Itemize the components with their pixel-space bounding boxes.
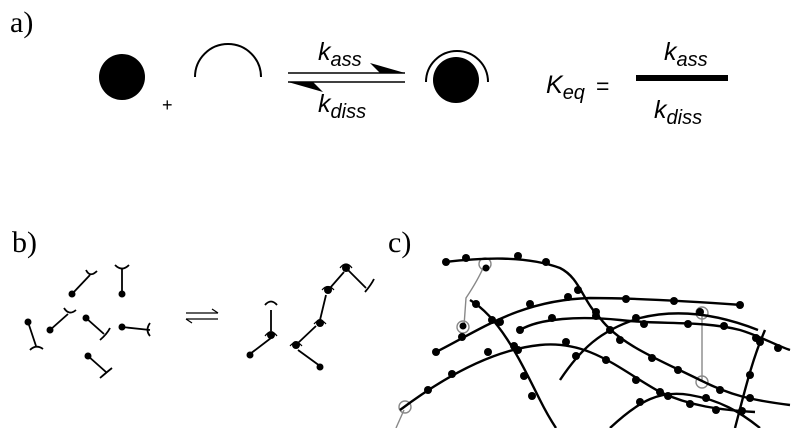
k-symbol: K — [546, 71, 563, 99]
free-linker — [46, 307, 77, 334]
fraction-bar — [636, 75, 728, 81]
free-linker — [114, 264, 130, 298]
k-symbol: k — [318, 38, 331, 66]
free-linker — [68, 269, 98, 298]
fraction-numerator: kass — [664, 38, 708, 71]
equilibrium-arrows — [185, 308, 219, 324]
forward-arrow-head — [370, 63, 405, 73]
k-subscript: diss — [666, 107, 703, 129]
k-symbol: k — [654, 96, 667, 124]
k-dissociation-label: kdiss — [318, 90, 366, 123]
polymer-strands — [399, 257, 791, 428]
fraction-denominator: kdiss — [654, 96, 702, 129]
strand-beads — [424, 252, 782, 415]
free-linker — [118, 322, 151, 337]
crosslinks — [395, 257, 709, 428]
k-symbol: k — [664, 38, 677, 66]
k-subscript: eq — [562, 82, 585, 104]
k-symbol: k — [318, 90, 331, 118]
bound-particle — [433, 57, 479, 103]
plus-sign: + — [162, 95, 173, 115]
bound-receptor-arc — [425, 50, 489, 83]
bound-chain — [289, 263, 375, 371]
panel-label-b: b) — [12, 226, 37, 259]
k-subscript: ass — [676, 49, 708, 71]
free-linker — [82, 314, 111, 341]
panel-a-diagram — [99, 43, 728, 103]
free-particle — [99, 54, 145, 100]
k-association-label: kass — [318, 38, 362, 71]
reverse-arrow-head — [288, 82, 323, 92]
k-subscript: ass — [330, 49, 362, 71]
free-receptor-arc — [194, 43, 262, 78]
panel-label-c: c) — [388, 226, 412, 259]
free-linker — [24, 318, 44, 351]
free-linker — [84, 352, 113, 379]
bound-chain — [246, 300, 278, 359]
panel-label-a: a) — [10, 6, 34, 39]
equals-sign: = — [596, 73, 610, 99]
k-subscript: diss — [330, 101, 367, 123]
k-equilibrium-label: Keq — [546, 71, 585, 104]
panel-c-network — [395, 252, 791, 428]
panel-b-diagram — [24, 263, 375, 379]
